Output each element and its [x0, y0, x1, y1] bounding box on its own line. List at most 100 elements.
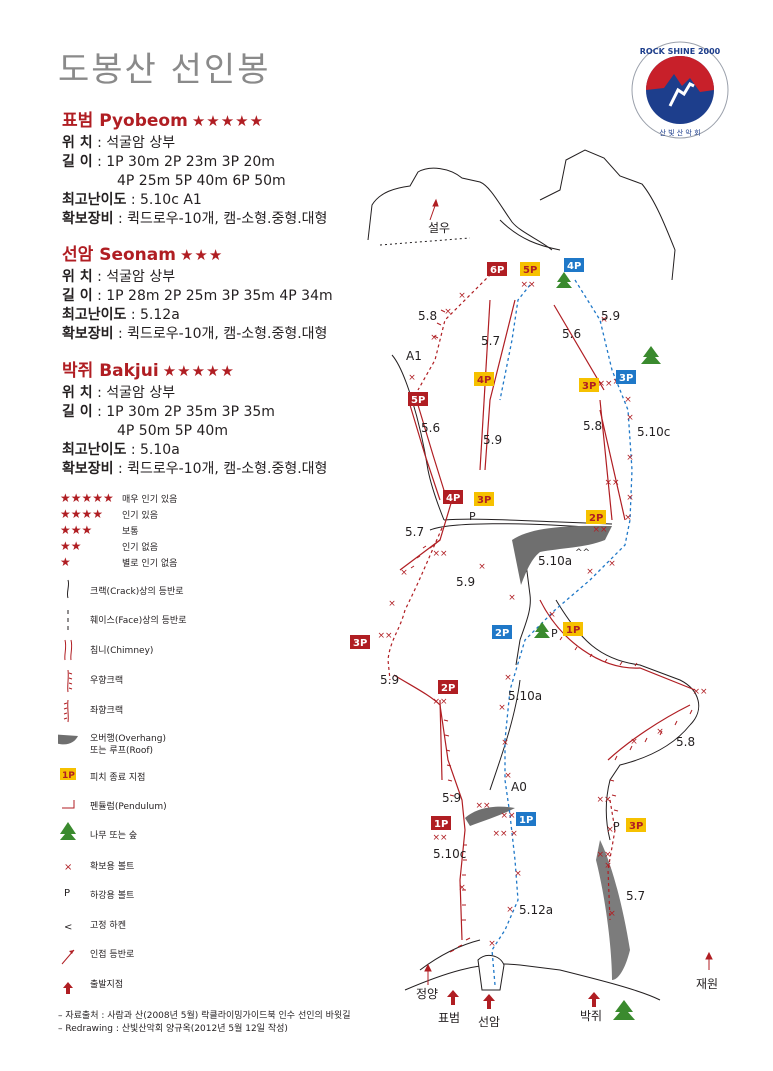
start-arrow-icon — [63, 982, 73, 994]
svg-text:×: × — [444, 307, 452, 317]
crack-icon — [66, 579, 70, 599]
gear-label: 확보장비 — [62, 326, 114, 342]
legend-label: 또는 루프(Roof) — [90, 746, 154, 756]
rappel-bolt: P — [551, 627, 558, 640]
length-value: : 1P 30m 2P 35m 3P 35m — [97, 404, 275, 420]
grade-label: 5.12a — [519, 903, 553, 917]
svg-text:×: × — [501, 738, 509, 748]
svg-text:×: × — [604, 861, 612, 871]
logo-text-bottom: 산 빛 산 악 회 — [659, 128, 700, 137]
place-label: 설우 — [428, 221, 450, 235]
grade-label: A1 — [406, 349, 422, 363]
gear-value: : 퀵드로우-10개, 캠-소형.중형.대형 — [117, 461, 328, 477]
pitch-label: 1P — [566, 625, 580, 636]
place-label: 정양 — [416, 987, 438, 1001]
grade-label: 5.9 — [380, 673, 399, 687]
route-stars: ★★★ — [179, 246, 224, 264]
svg-text:×: × — [510, 829, 518, 839]
tree-icon — [60, 822, 76, 840]
svg-text:×: × — [586, 567, 594, 577]
slab-shape — [596, 840, 630, 980]
location-value: : 석굴암 상부 — [97, 269, 176, 285]
gear-value: : 퀵드로우-10개, 캠-소형.중형.대형 — [117, 211, 328, 227]
roof-shape — [512, 525, 612, 585]
rock-outline — [367, 149, 700, 1001]
grade-label: A0 — [511, 780, 527, 794]
legend-label: 확보용 볼트 — [90, 862, 135, 872]
pitch-label: 1P — [434, 819, 448, 830]
left-crack-icon — [67, 699, 69, 723]
place-label: 표범 — [438, 1011, 460, 1025]
gear-label: 확보장비 — [62, 461, 114, 477]
grade-label: 5.10c — [433, 847, 466, 861]
length-label: 길 이 — [62, 154, 93, 170]
legend-symbol: ★ — [60, 555, 71, 569]
right-crack-icon — [67, 669, 69, 693]
route-info-seonam: 선암 Seonam★★★ 위 치 : 석굴암 상부 길 이 : 1P 28m 2… — [62, 240, 372, 344]
svg-text:×: × — [408, 373, 416, 383]
legend-label: 출발지점 — [90, 980, 124, 990]
svg-text:××: ×× — [596, 795, 611, 805]
svg-text:×: × — [514, 869, 522, 879]
grade-label: 5.6 — [562, 327, 581, 341]
length-value-2: 4P 25m 5P 40m 6P 50m — [117, 173, 286, 189]
grade-label: 5.7 — [481, 334, 500, 348]
place-names: 설우 정양 표범 선암 박쥐 재원 — [416, 221, 718, 1029]
legend-label: 좌향크랙 — [90, 706, 124, 716]
page-title: 도봉산 선인봉 — [58, 50, 271, 90]
grade-label: 5.9 — [601, 309, 620, 323]
svg-text:×: × — [548, 610, 556, 620]
gear-value: : 퀵드로우-10개, 캠-소형.중형.대형 — [117, 326, 328, 342]
legend-symbol: ★★★ — [60, 523, 93, 537]
location-label: 위 치 — [62, 269, 93, 285]
pitch-label: 2P — [589, 513, 603, 524]
svg-text:×: × — [506, 905, 514, 915]
tree-icon — [556, 272, 572, 288]
pitch-label: 3P — [629, 821, 643, 832]
svg-text:×: × — [430, 333, 438, 343]
start-arrow-icon — [588, 992, 600, 1007]
svg-text:×: × — [478, 562, 486, 572]
roof-shape-2 — [465, 806, 515, 826]
legend-icons: 1P × P < — [58, 579, 78, 994]
pitch-label: 4P — [446, 493, 460, 504]
rappel-bolt: P — [613, 820, 620, 833]
grade-label: 5.10c — [637, 425, 670, 439]
tree-icon — [641, 346, 661, 364]
chimney-icon — [64, 639, 73, 661]
source-line-1: – 자료출처 : 사람과 산(2008년 5월) 락클라이밍가이드북 인수 선인… — [58, 1011, 351, 1021]
grade-label: 최고난이도 — [62, 192, 127, 208]
legend-label: 인접 등반로 — [90, 950, 135, 960]
grade-label: 최고난이도 — [62, 307, 127, 323]
adjacent-routes — [424, 198, 713, 985]
route-stars: ★★★★★ — [191, 112, 265, 130]
legend-label: 오버행(Overhang) — [90, 734, 166, 744]
svg-text:×: × — [608, 909, 616, 919]
tree-icon — [613, 1000, 635, 1020]
legend-label: 침니(Chimney) — [90, 646, 154, 656]
svg-text:××: ×× — [475, 801, 490, 811]
legend-label: 훼이스(Face)상의 등반로 — [90, 616, 187, 626]
svg-text:×: × — [504, 673, 512, 683]
svg-text:×: × — [626, 493, 634, 503]
adjacent-route-icon — [432, 198, 439, 207]
svg-text:×: × — [458, 883, 466, 893]
svg-text:×: × — [504, 771, 512, 781]
overhang-icon — [58, 734, 78, 745]
legend-symbol: ★★★★★ — [60, 491, 114, 505]
pitch-label: 2P — [441, 683, 455, 694]
grade-label: 5.10a — [508, 689, 542, 703]
svg-text:××: ×× — [692, 687, 707, 697]
grade-label: 5.9 — [442, 791, 461, 805]
pitch-label: 6P — [490, 265, 504, 276]
svg-text:××: ×× — [492, 829, 507, 839]
grade-label: 5.7 — [405, 525, 424, 539]
route-info-pyobeom: 표범 Pyobeom★★★★★ 위 치 : 석굴암 상부 길 이 : 1P 30… — [62, 106, 372, 229]
svg-text:××: ×× — [500, 811, 515, 821]
pitch-labels: 6P 5P 4P 4P 3P 3P 5P 4P 3P 2P 3P 2P 1P 2… — [350, 258, 646, 832]
pitch-label: 5P — [411, 395, 425, 406]
grade-label: 5.8 — [583, 419, 602, 433]
location-label: 위 치 — [62, 135, 93, 151]
adjacent-route-icon — [705, 951, 713, 960]
svg-text:××: ×× — [597, 379, 612, 389]
